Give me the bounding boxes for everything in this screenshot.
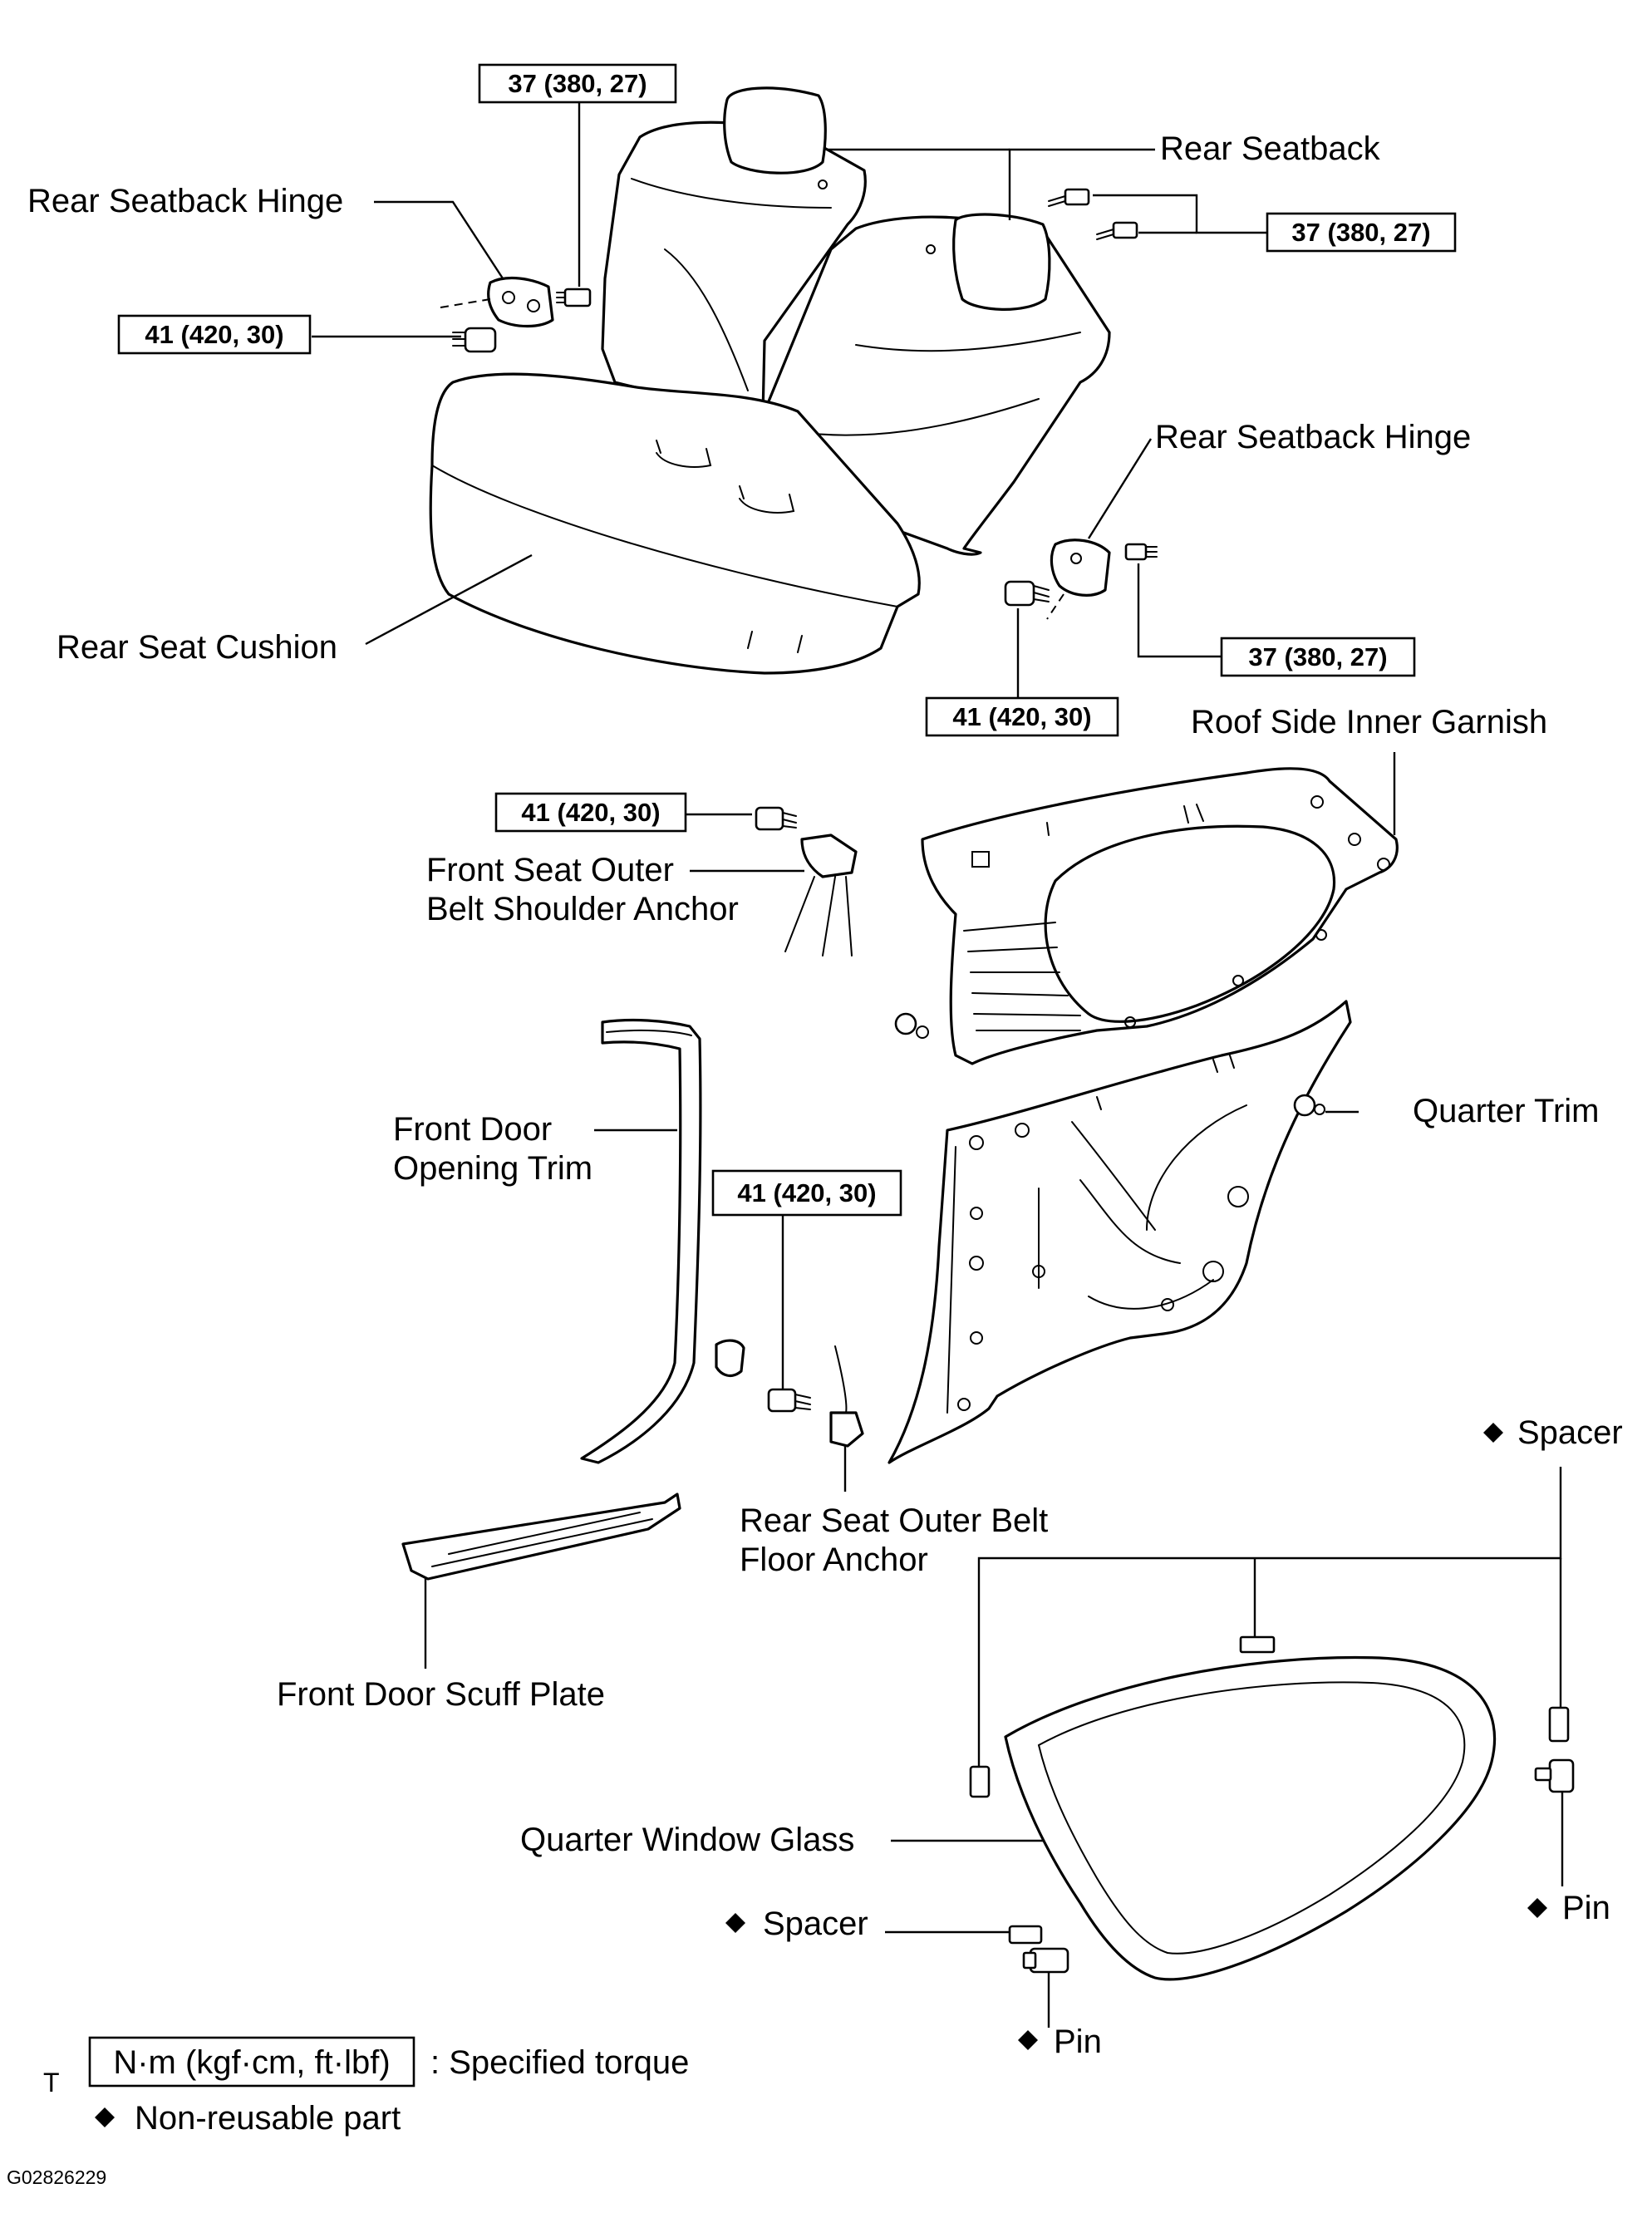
bolt-icon <box>1124 543 1158 561</box>
rear-seatback-hinge-label-left: Rear Seatback Hinge <box>27 183 343 219</box>
torque-value: 37 (380, 27) <box>508 69 647 98</box>
rear-seat-cushion-label: Rear Seat Cushion <box>57 629 337 666</box>
bolt-icon <box>556 288 592 307</box>
bolt-icon <box>1096 221 1138 240</box>
pin-icon <box>1022 1758 1575 1974</box>
quarter-window-glass-drawing <box>1004 1655 1497 1981</box>
pin-right-label: Pin <box>1527 1890 1610 1926</box>
rear-seat-belt-floor-anchor-drawing <box>715 1339 864 1448</box>
quarter-trim-drawing <box>887 1000 1352 1464</box>
svg-text:Spacer: Spacer <box>763 1906 868 1942</box>
black-diamond-icon <box>1483 1423 1503 1443</box>
torque-value: 37 (380, 27) <box>1291 218 1430 247</box>
roof-side-inner-garnish-label: Roof Side Inner Garnish <box>1191 704 1547 740</box>
rear-seat-belt-floor-anchor-label-line1: Rear Seat Outer Belt <box>740 1502 1048 1539</box>
front-door-opening-trim-label-line1: Front Door <box>393 1111 552 1148</box>
quarter-window-glass-label: Quarter Window Glass <box>520 1822 854 1858</box>
front-seat-belt-anchor-label-line2: Belt Shoulder Anchor <box>426 891 739 927</box>
black-diamond-icon <box>1018 2030 1038 2050</box>
bolt-icon <box>767 1388 811 1413</box>
bolt-icon <box>1004 580 1050 607</box>
roof-side-inner-garnish-drawing <box>921 767 1399 1065</box>
spacer-icon <box>969 1635 1570 1945</box>
torque-box-rear-belt-floor: 41 (420, 30) <box>711 1169 902 1217</box>
torque-box-hinge-right-lower: 41 (420, 30) <box>925 696 1119 737</box>
torque-box-seatback-left-top: 37 (380, 27) <box>478 63 677 104</box>
legend: T N·m (kgf·cm, ft·lbf) : Specified torqu… <box>43 2036 689 2137</box>
torque-unit: N·m (kgf·cm, ft·lbf) <box>113 2044 390 2081</box>
torque-value: 41 (420, 30) <box>145 320 283 349</box>
bolt-icon <box>1048 188 1090 207</box>
black-diamond-icon <box>95 2107 115 2127</box>
leader-lines <box>312 102 1564 2028</box>
front-door-opening-trim-label-line2: Opening Trim <box>393 1150 592 1187</box>
side-mark: T <box>43 2068 60 2097</box>
torque-value: 41 (420, 30) <box>737 1178 876 1207</box>
svg-text:Pin: Pin <box>1562 1890 1610 1926</box>
figure-id: G02826229 <box>7 2166 106 2188</box>
front-door-scuff-plate-drawing <box>401 1493 681 1581</box>
front-door-opening-trim-drawing <box>580 1018 702 1464</box>
black-diamond-icon <box>725 1913 745 1933</box>
rear-seatback-label: Rear Seatback <box>1160 130 1381 167</box>
left-seatback-hinge-drawing <box>440 277 554 328</box>
torque-box-seatback-right-top: 37 (380, 27) <box>1266 212 1457 253</box>
torque-value: 41 (420, 30) <box>521 798 660 827</box>
rear-seat-cushion-drawing <box>429 372 921 675</box>
torque-desc: : Specified torque <box>430 2044 689 2081</box>
svg-text:Spacer: Spacer <box>1517 1414 1623 1451</box>
quarter-trim-label: Quarter Trim <box>1413 1093 1599 1129</box>
spacer-top-label: Spacer <box>1483 1414 1623 1451</box>
torque-value: 37 (380, 27) <box>1248 642 1387 671</box>
spacer-bottom-label: Spacer <box>725 1906 868 1942</box>
black-diamond-icon <box>1527 1898 1547 1918</box>
torque-box-hinge-right-upper: 37 (380, 27) <box>1220 637 1416 677</box>
torque-value: 41 (420, 30) <box>952 702 1091 731</box>
torque-box-front-belt-anchor: 41 (420, 30) <box>494 792 687 833</box>
clip-icon <box>1293 1094 1325 1117</box>
torque-box-hinge-left-bolt: 41 (420, 30) <box>117 314 312 355</box>
bolt-icon <box>755 806 797 831</box>
right-seatback-hinge-drawing <box>1046 538 1111 620</box>
front-seat-belt-anchor-drawing <box>784 834 858 957</box>
rear-seatback-hinge-label-right: Rear Seatback Hinge <box>1155 419 1471 455</box>
svg-text:Pin: Pin <box>1054 2024 1102 2060</box>
front-seat-belt-anchor-label-line1: Front Seat Outer <box>426 852 674 888</box>
clip-icon <box>894 1012 929 1039</box>
rear-seat-belt-floor-anchor-label-line2: Floor Anchor <box>740 1542 928 1578</box>
bolt-icon <box>452 327 497 353</box>
nonreusable-desc: Non-reusable part <box>135 2100 401 2137</box>
front-door-scuff-plate-label: Front Door Scuff Plate <box>277 1676 605 1713</box>
pin-bottom-label: Pin <box>1018 2024 1102 2060</box>
